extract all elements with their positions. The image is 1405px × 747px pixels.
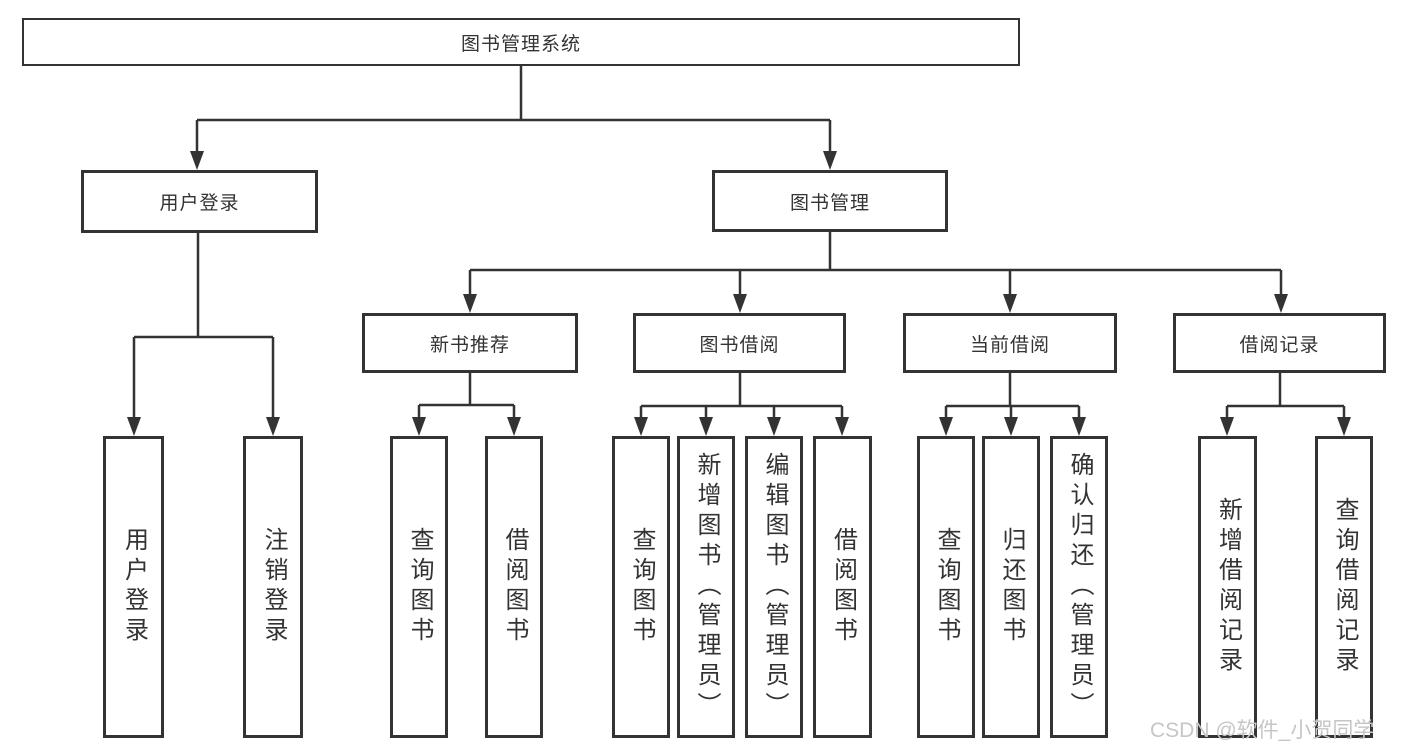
connector-new-book-fan xyxy=(417,373,516,419)
leaf-query-books-recommend: 查询图书 xyxy=(390,436,448,738)
node-user-login-group: 用户登录 xyxy=(81,170,318,233)
arrowhead-icon xyxy=(1003,294,1017,313)
node-label: 查询借阅记录 xyxy=(1331,497,1358,677)
leaf-edit-books-admin: 编辑图书（管理员） xyxy=(745,436,803,738)
arrowhead-icon xyxy=(1004,417,1018,436)
node-label: 编辑图书（管理员） xyxy=(761,452,788,722)
arrowhead-icon xyxy=(1072,417,1086,436)
arrowhead-icon xyxy=(733,294,747,313)
arrowhead-icon xyxy=(1337,417,1351,436)
node-label: 归还图书 xyxy=(998,527,1025,647)
arrowhead-icon xyxy=(266,417,280,436)
node-label: 借阅图书 xyxy=(501,527,528,647)
arrowhead-icon xyxy=(507,417,521,436)
node-current-borrowing: 当前借阅 xyxy=(903,313,1117,373)
node-label: 图书管理系统 xyxy=(460,33,581,55)
arrowhead-icon xyxy=(190,151,204,170)
connector-user-login-fan xyxy=(132,233,275,419)
connector-book-mgmt-fan xyxy=(468,232,1283,296)
node-label: 用户登录 xyxy=(159,193,240,214)
node-label: 新增借阅记录 xyxy=(1214,497,1242,677)
arrowhead-icon xyxy=(835,417,849,436)
node-new-book-recommend: 新书推荐 xyxy=(362,313,578,373)
node-book-borrowing: 图书借阅 xyxy=(633,313,846,373)
node-label: 新增图书（管理员） xyxy=(693,452,720,722)
leaf-return-books: 归还图书 xyxy=(982,436,1040,738)
node-label: 用户登录 xyxy=(120,527,148,647)
arrowhead-icon xyxy=(1220,417,1234,436)
node-library-system: 图书管理系统 xyxy=(22,18,1020,66)
leaf-logout: 注销登录 xyxy=(243,436,303,738)
leaf-query-borrow-record: 查询借阅记录 xyxy=(1315,436,1373,738)
node-book-management: 图书管理 xyxy=(712,170,948,232)
node-borrowing-records: 借阅记录 xyxy=(1173,313,1386,373)
node-label: 借阅图书 xyxy=(829,527,857,647)
node-label: 借阅记录 xyxy=(1239,334,1320,356)
leaf-user-login: 用户登录 xyxy=(103,436,164,738)
node-label: 当前借阅 xyxy=(969,334,1050,356)
connector-book-borrow-fan xyxy=(639,373,844,419)
csdn-watermark: CSDN @软件_小贺同学 xyxy=(1150,719,1375,742)
leaf-borrow-books: 借阅图书 xyxy=(813,436,872,738)
node-label: 注销登录 xyxy=(260,527,287,647)
leaf-query-books-borrow: 查询图书 xyxy=(612,436,670,738)
arrowhead-icon xyxy=(699,417,713,436)
leaf-add-borrow-record: 新增借阅记录 xyxy=(1198,436,1257,738)
arrowhead-icon xyxy=(463,294,477,313)
node-label: 查询图书 xyxy=(933,527,960,647)
arrowhead-icon xyxy=(127,417,141,436)
connector-root-fan xyxy=(195,66,832,153)
arrowhead-icon xyxy=(767,417,781,436)
arrowhead-icon xyxy=(823,151,837,170)
node-label: 图书借阅 xyxy=(699,334,780,356)
arrowheads xyxy=(127,151,1351,436)
node-label: 确认归还（管理员） xyxy=(1066,452,1093,722)
leaf-borrow-books-recommend: 借阅图书 xyxy=(485,436,543,738)
node-label: 查询图书 xyxy=(628,527,655,647)
arrowhead-icon xyxy=(1274,294,1288,313)
arrowhead-icon xyxy=(634,417,648,436)
leaf-query-books-current: 查询图书 xyxy=(917,436,975,738)
connector-current-borrow-fan xyxy=(944,373,1081,419)
node-label: 查询图书 xyxy=(406,527,433,647)
leaf-confirm-return-admin: 确认归还（管理员） xyxy=(1050,436,1108,738)
arrowhead-icon xyxy=(412,417,426,436)
node-label: 新书推荐 xyxy=(429,334,510,356)
node-label: 图书管理 xyxy=(789,192,870,214)
leaf-add-books-admin: 新增图书（管理员） xyxy=(677,436,735,738)
connector-borrow-records-fan xyxy=(1225,373,1346,419)
arrowhead-icon xyxy=(939,417,953,436)
